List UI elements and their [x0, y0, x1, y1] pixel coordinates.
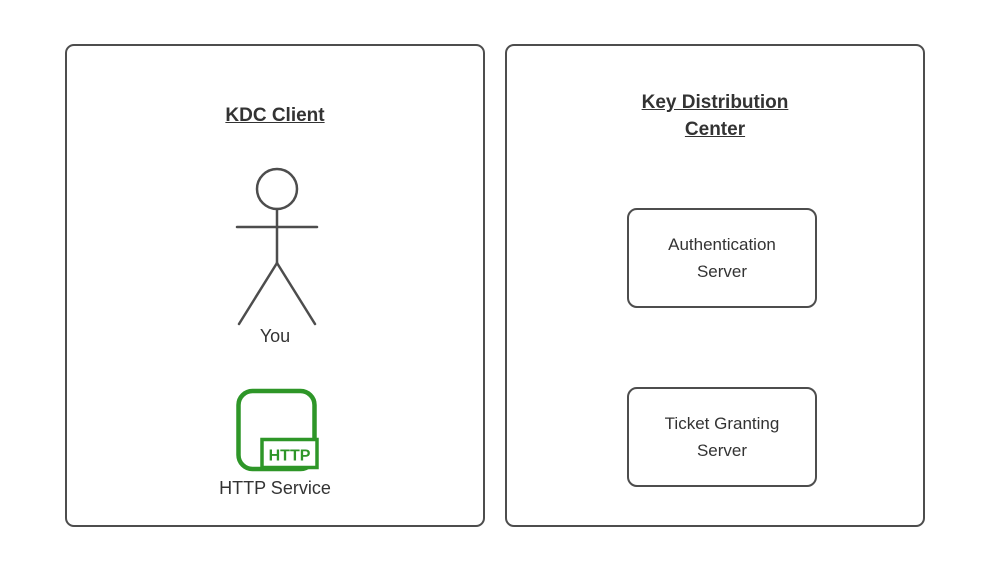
- kdc-client-panel: KDC Client You HTTP HTTP Service: [65, 44, 485, 527]
- http-icon-text: HTTP: [269, 448, 311, 465]
- ticket-granting-server-label: Ticket Granting Server: [664, 414, 780, 460]
- key-distribution-center-title: Key Distribution Center: [641, 92, 789, 140]
- kdc-client-title: KDC Client: [225, 105, 325, 126]
- http-service-icon: HTTP: [236, 388, 319, 472]
- ticket-granting-server-node: Ticket Granting Server: [627, 387, 817, 487]
- http-service-label: HTTP Service: [219, 478, 331, 498]
- authentication-server-node: Authentication Server: [627, 208, 817, 308]
- actor-label: You: [259, 326, 291, 346]
- authentication-server-label: Authentication Server: [668, 235, 776, 281]
- person-icon: [235, 167, 319, 326]
- key-distribution-center-panel: Key Distribution Center Authentication S…: [505, 44, 925, 527]
